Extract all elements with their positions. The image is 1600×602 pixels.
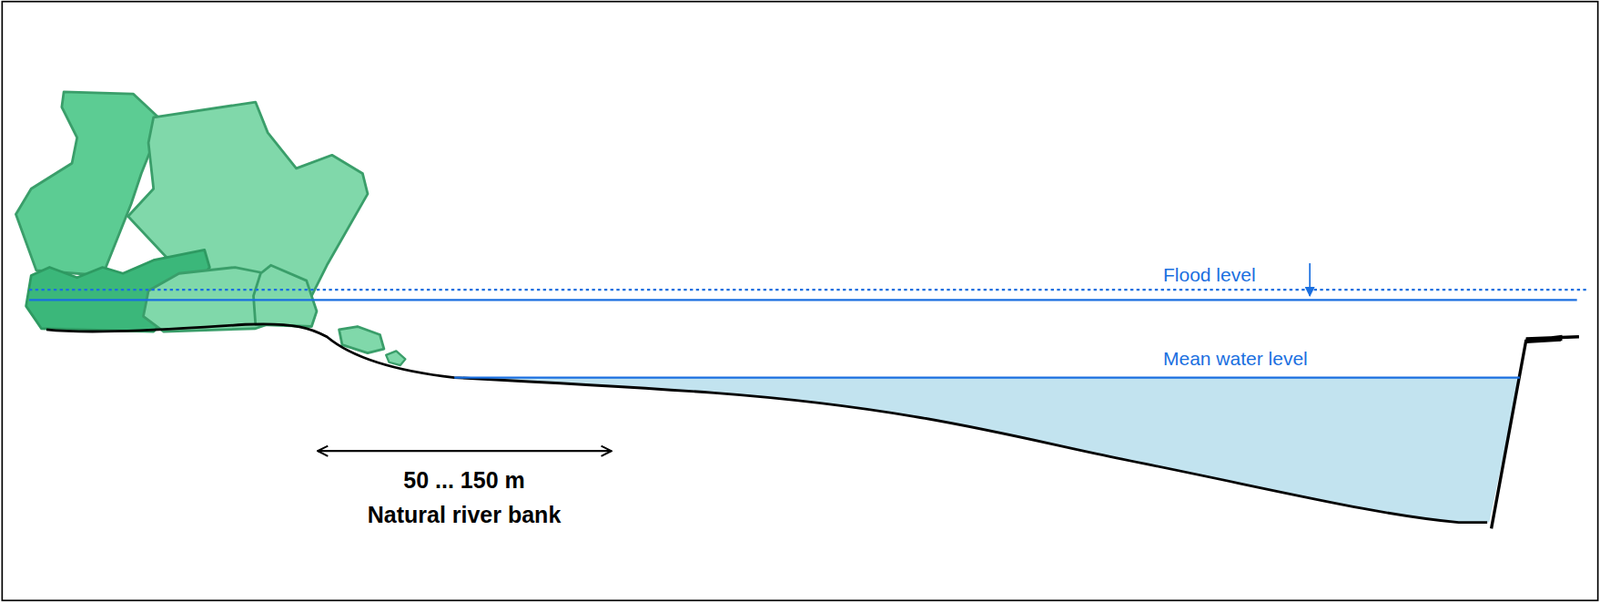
mean-water-line xyxy=(454,375,1520,378)
flood-line xyxy=(29,298,1578,301)
tree-back xyxy=(15,91,162,276)
quay-top xyxy=(1526,338,1561,341)
quay-wall xyxy=(1491,336,1580,529)
level-label: Flood level xyxy=(1163,263,1256,285)
flood-line-dotted xyxy=(29,288,1588,291)
shrub-small xyxy=(385,350,406,365)
dimension-label: 50 ... 150 m xyxy=(403,467,525,494)
water-body xyxy=(454,377,1520,523)
river-bed xyxy=(46,324,1488,523)
level-label: Mean water level xyxy=(1163,347,1308,369)
dimension-arrow xyxy=(317,449,612,452)
bush-small xyxy=(253,264,316,326)
level-arrow xyxy=(1308,263,1311,296)
region-label: Natural river bank xyxy=(367,502,562,528)
